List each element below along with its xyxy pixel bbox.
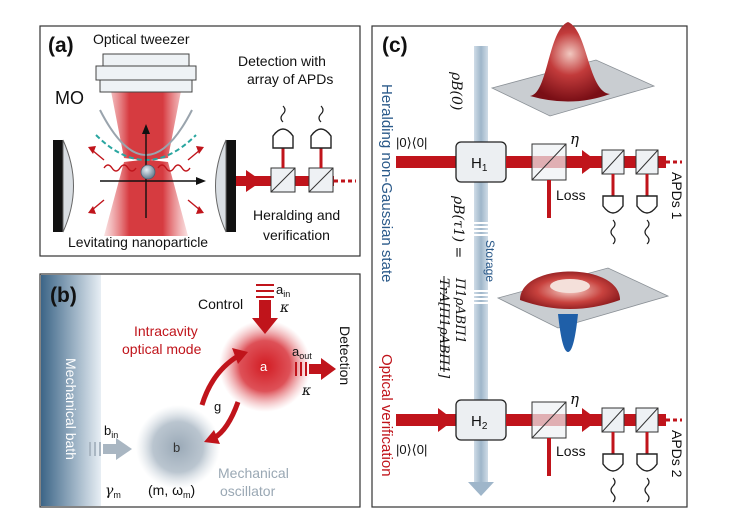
intracavity-label-line2: optical mode [122,341,202,357]
eta-top-label: η [570,130,579,148]
mechanical-oscillator-line2: oscillator [220,483,276,499]
beam-splitter-icon [531,143,567,181]
intracavity-label-line1: Intracavity [134,323,198,339]
panel-c: (c) Heralding non-Gaussian state Optical… [371,22,688,508]
a-in-label: ain [276,282,290,299]
a-node-label: a [260,359,268,374]
loss-top-label: Loss [556,187,586,203]
donut-surface-icon [496,267,670,352]
apd-detector-icon [272,105,294,149]
input-beam-top [396,156,458,168]
panel-b-label: (b) [50,284,77,307]
scatter-wave [103,164,137,172]
scatter-wave [157,164,191,172]
rho-b0-label: ρB(0) [448,71,464,110]
intracavity-mode-blob [219,320,311,412]
mass-frequency-label: (m, ωm) [148,482,195,500]
levitating-label: Levitating nanoparticle [68,234,208,250]
apd-detector-icon [602,195,624,245]
b-input-arrow [116,438,132,460]
coupling-arrow-up [199,353,240,406]
control-label: Control [198,296,243,312]
loss-bottom-label: Loss [556,443,586,459]
eta-bottom-label: η [570,390,579,408]
detection-label: Detection [337,326,353,385]
panel-b: Mechanical bath (b) a b g Control ain κ … [39,273,361,508]
beam-splitter-icon [635,407,659,433]
panel-a-frame [39,25,361,257]
detection-label-line1: Detection with [238,53,326,69]
mirror-icon [215,139,236,233]
optical-tweezer-label: Optical tweezer [93,31,190,47]
panel-c-label: (c) [382,34,408,57]
gamma-m-label: γm [105,483,121,500]
mechanical-oscillator-line1: Mechanical [218,465,289,481]
storage-label: Storage [483,240,497,282]
panel-a: (a) Optical tweezer MO [39,25,361,257]
fraction-denominator: TrA[Π1ρABΠ1] [436,278,451,379]
apds1-label: APDs 1 [669,172,685,220]
microscope-objective-icon [95,53,197,93]
output-arrow [321,358,336,380]
h2-label: H2 [471,413,488,432]
beam-splitter-icon [308,167,334,193]
detection-label-line2: array of APDs [247,71,333,87]
heralding-label-line1: Heralding and [253,207,340,223]
h1-label: H1 [471,155,488,174]
g-label: g [214,399,221,414]
rho-tau-label: ρB(τ1) = [450,195,466,258]
beam-splitter-icon [531,401,567,439]
mo-label: MO [55,88,84,108]
beam-splitter-icon [635,149,659,175]
kappa-in-label: κ [279,300,289,316]
apd-detector-icon [636,453,658,503]
b-in-label: bin [104,423,118,440]
a-out-label: aout [292,344,312,361]
panel-a-label: (a) [48,34,74,57]
ket-top-label: |0⟩⟨0| [396,135,427,150]
storage-marker [474,222,488,304]
nanoparticle-icon [140,164,156,180]
heralding-side-label: Heralding non-Gaussian state [378,84,395,282]
beam-splitter-icon [270,167,296,193]
apd-detector-icon [310,105,332,149]
mirror-icon [53,139,74,233]
gaussian-surface-icon [490,22,656,117]
mechanical-bath-label: Mechanical bath [63,358,79,460]
mechanical-bath-region [41,275,101,506]
beam-splitter-icon [601,149,625,175]
optical-verification-label: Optical verification [378,354,395,477]
apd-detector-icon [636,195,658,245]
apd-detector-icon [602,453,624,503]
fraction-numerator: Π1ρABΠ1 [452,277,467,344]
heralding-label-line2: verification [263,227,330,243]
beam-splitter-icon [601,407,625,433]
ket-bottom-label: |0⟩⟨0| [396,442,427,457]
apds2-label: APDs 2 [669,430,685,478]
mechanical-oscillator-blob [136,405,220,489]
b-node-label: b [173,440,180,455]
kappa-out-label: κ [301,383,311,399]
mechanical-beam-arrow [468,482,494,496]
input-arrow [252,318,278,334]
